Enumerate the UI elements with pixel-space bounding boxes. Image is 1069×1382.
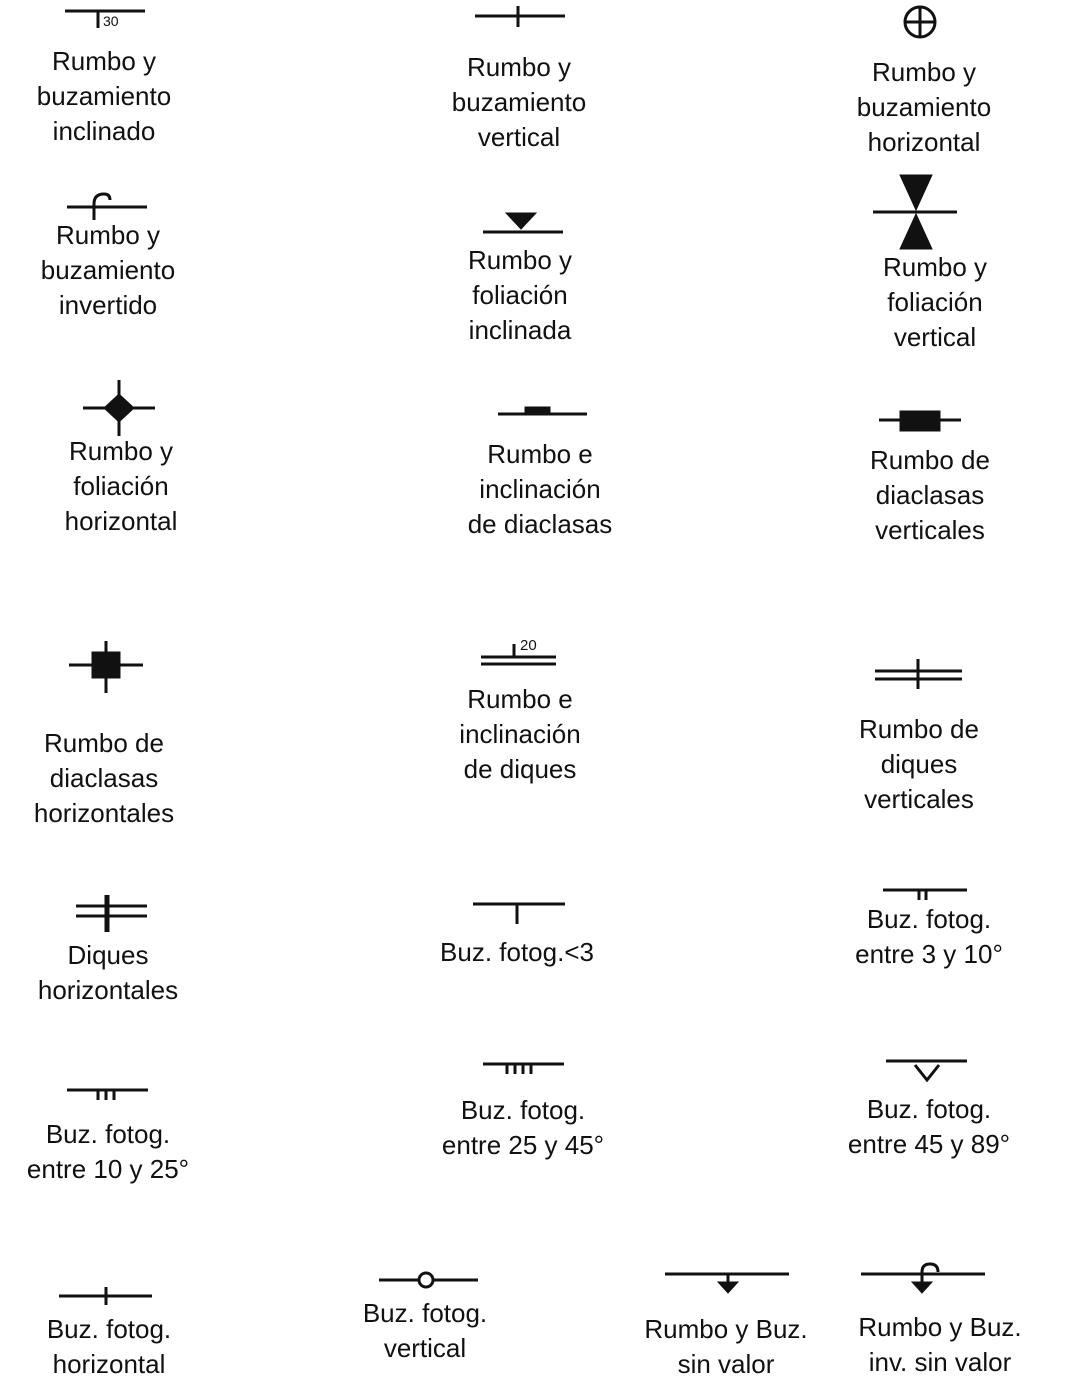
legend-label: Rumbo y foliación horizontal — [64, 436, 178, 536]
legend-label: Buz. fotog. horizontal — [46, 1314, 172, 1379]
legend-label: Buz. fotog. entre 3 y 10° — [855, 904, 1003, 969]
legend-label: Rumbo y buzamiento horizontal — [856, 57, 992, 157]
foliation-vertical-symbol — [873, 174, 957, 250]
strike-dip-inclined-symbol: 30 — [65, 9, 145, 29]
legend-label: Buz. fotog. entre 25 y 45° — [441, 1095, 605, 1160]
joint-horizontal-symbol — [69, 641, 143, 693]
photo-dip-lt3-symbol — [473, 902, 565, 924]
legend-label: Rumbo y Buz. sin valor — [644, 1314, 808, 1379]
legend-label: Rumbo y buzamiento invertido — [40, 220, 176, 320]
photo-dip-45-89-symbol — [886, 1059, 967, 1083]
photo-dip-3-10-symbol — [883, 888, 967, 900]
dip-value-text: 30 — [103, 13, 119, 29]
photo-dip-10-25-symbol — [67, 1088, 148, 1100]
legend-label: Rumbo e inclinación de diaclasas — [467, 439, 613, 539]
legend-label: Diques horizontales — [37, 940, 179, 1005]
joint-vertical-symbol — [879, 410, 961, 432]
legend-label: Rumbo de diques verticales — [859, 714, 979, 814]
dip-value-text: 20 — [520, 637, 537, 654]
joint-inclined-symbol — [498, 406, 587, 416]
dike-inclined-symbol: 20 — [481, 637, 556, 666]
legend-label: Rumbo e inclinación de diques — [459, 684, 581, 784]
strike-dip-vertical-symbol — [475, 6, 565, 27]
photo-dip-25-45-symbol — [483, 1062, 564, 1074]
legend-label: Rumbo y buzamiento vertical — [451, 52, 587, 152]
strike-dip-no-value-symbol — [665, 1272, 789, 1294]
foliation-inclined-symbol — [483, 212, 563, 234]
legend-label: Rumbo y Buz. inv. sin valor — [858, 1312, 1022, 1377]
photo-dip-vertical-symbol — [379, 1271, 478, 1289]
legend-label: Rumbo y foliación vertical — [882, 252, 988, 352]
legend-label: Rumbo de diaclasas verticales — [870, 445, 990, 545]
strike-dip-overturned-symbol — [67, 192, 147, 220]
legend-label: Rumbo y buzamiento inclinado — [36, 46, 172, 146]
legend-label: Buz. fotog. entre 45 y 89° — [847, 1094, 1011, 1159]
foliation-horizontal-symbol — [83, 380, 155, 436]
dike-vertical-symbol — [875, 659, 962, 689]
legend-label: Buz. fotog. vertical — [362, 1298, 488, 1363]
dike-horizontal-symbol — [76, 895, 147, 932]
strike-dip-horizontal-symbol — [903, 5, 937, 39]
legend-label: Buz. fotog.<3 — [440, 937, 594, 967]
strike-dip-overturned-no-value-symbol — [861, 1262, 985, 1294]
photo-dip-horizontal-symbol — [59, 1287, 152, 1305]
legend-label: Rumbo y foliación inclinada — [467, 245, 573, 345]
legend-label: Rumbo de diaclasas horizontales — [33, 728, 175, 828]
legend-label: Buz. fotog. entre 10 y 25° — [26, 1119, 190, 1184]
